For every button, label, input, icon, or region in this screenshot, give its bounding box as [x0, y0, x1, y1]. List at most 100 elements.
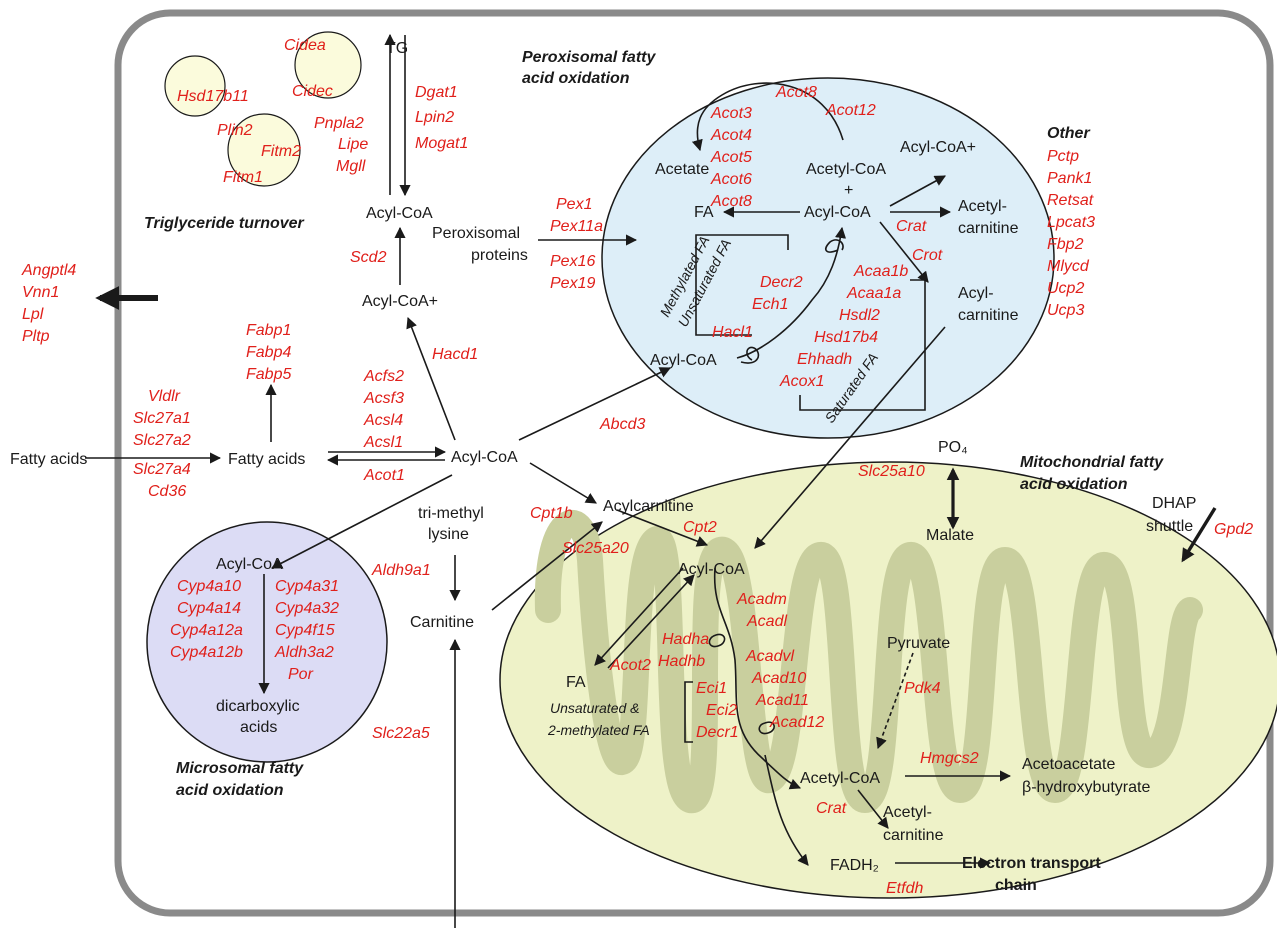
gene-acsl4: Acsl4 [363, 412, 403, 429]
mitochondrial-cristae [534, 510, 1203, 813]
gene-hmgcs2: Hmgcs2 [920, 750, 979, 767]
title-microsomal-2: acid oxidation [176, 782, 284, 799]
gene-crat-per: Crat [896, 218, 927, 235]
label-fa-per: FA [694, 204, 714, 221]
label-peroxisomal-proteins-1: Peroxisomal [432, 225, 520, 242]
title-mitochondrial-2: acid oxidation [1020, 476, 1128, 493]
label-pyruvate: Pyruvate [887, 635, 950, 652]
gene-acot3: Acot3 [710, 105, 752, 122]
label-peroxisomal-proteins-2: proteins [471, 247, 528, 264]
label-electron-transport-2: chain [995, 877, 1037, 894]
gene-slc27a1: Slc27a1 [133, 410, 191, 427]
gene-slc25a20: Slc25a20 [562, 540, 629, 557]
label-fatty-acids-inside: Fatty acids [228, 451, 305, 468]
gene-eci1: Eci1 [696, 680, 727, 697]
gene-fitm2: Fitm2 [261, 143, 301, 160]
gene-slc27a2: Slc27a2 [133, 432, 191, 449]
gene-mgll: Mgll [336, 158, 366, 175]
gene-abcd3: Abcd3 [599, 416, 645, 433]
gene-slc25a10: Slc25a10 [858, 463, 925, 480]
label-dicarboxylic-2: acids [240, 719, 277, 736]
gene-etfdh: Etfdh [886, 880, 923, 897]
lipid-droplet [164, 55, 226, 117]
gene-cpt1b: Cpt1b [530, 505, 573, 522]
gene-aldh9a1: Aldh9a1 [371, 562, 431, 579]
gene-mogat1: Mogat1 [415, 135, 468, 152]
gene-acaa1a: Acaa1a [846, 285, 901, 302]
gene-cyp4a12b: Cyp4a12b [170, 644, 243, 661]
gene-aldh3a2: Aldh3a2 [274, 644, 334, 661]
gene-slc27a4: Slc27a4 [133, 461, 191, 478]
gene-acot5: Acot5 [710, 149, 752, 166]
gene-cidec: Cidec [292, 83, 333, 100]
gene-por: Por [288, 666, 314, 683]
gene-fbp2: Fbp2 [1047, 236, 1084, 253]
gene-plin2: Plin2 [217, 122, 253, 139]
gene-acsf3: Acsf3 [363, 390, 404, 407]
gene-cyp4f15: Cyp4f15 [275, 622, 335, 639]
gene-acad11: Acad11 [755, 692, 809, 709]
label-hydroxybutyrate: β-hydroxybutyrate [1022, 779, 1150, 796]
gene-fabp1: Fabp1 [246, 322, 291, 339]
gene-hsd17b11: Hsd17b11 [177, 88, 249, 105]
title-triglyceride-turnover: Triglyceride turnover [144, 215, 305, 232]
label-acetyl-coa-plus-2: + [844, 182, 853, 199]
gene-fitm1: Fitm1 [223, 169, 263, 186]
gene-acot1: Acot1 [363, 467, 405, 484]
microsome [146, 521, 388, 763]
lipid-droplet [294, 31, 362, 99]
gene-slc22a5: Slc22a5 [372, 725, 430, 742]
label-acetyl-coa-plus-1: Acetyl-CoA [806, 161, 886, 178]
gene-cyp4a31: Cyp4a31 [275, 578, 339, 595]
label-po4: PO₄ [938, 439, 968, 456]
label-acetylcarnitine-mito-2: carnitine [883, 827, 944, 844]
title-mitochondrial-1: Mitochondrial fatty [1020, 454, 1164, 471]
gene-acadvl: Acadvl [745, 648, 794, 665]
gene-lpcat3: Lpcat3 [1047, 214, 1095, 231]
gene-cd36: Cd36 [148, 483, 186, 500]
gene-ech1: Ech1 [752, 296, 788, 313]
gene-pex11a: Pex11a [550, 218, 603, 235]
gene-fabp5: Fabp5 [246, 366, 291, 383]
gene-acot4: Acot4 [710, 127, 752, 144]
gene-hsdl2: Hsdl2 [839, 307, 880, 324]
gene-acot2: Acot2 [609, 657, 651, 674]
label-acetylcarnitine-per-1: Acetyl- [958, 198, 1007, 215]
lipid-droplet [227, 113, 301, 187]
gene-cyp4a32: Cyp4a32 [275, 600, 339, 617]
label-fadh2: FADH₂ [830, 857, 879, 874]
label-fatty-acids-outside: Fatty acids [10, 451, 87, 468]
title-peroxisomal-2: acid oxidation [522, 70, 630, 87]
gene-lpin2: Lpin2 [415, 109, 454, 126]
gene-cyp4a10: Cyp4a10 [177, 578, 241, 595]
gene-hadhb: Hadhb [658, 653, 705, 670]
label-acylcarnitine-per-1: Acyl- [958, 285, 994, 302]
label-trimethyl-lysine-2: lysine [428, 526, 469, 543]
title-peroxisomal-1: Peroxisomal fatty [522, 49, 656, 66]
gene-gpd2: Gpd2 [1214, 521, 1253, 538]
label-acetylcarnitine-mito-1: Acetyl- [883, 804, 932, 821]
gene-pdk4: Pdk4 [904, 680, 941, 697]
label-acetyl-coa-mito: Acetyl-CoA [800, 770, 880, 787]
label-acyl-coa-tg: Acyl-CoA [366, 205, 433, 222]
gene-hacl1: Hacl1 [712, 324, 753, 341]
label-trimethyl-lysine-1: tri-methyl [418, 505, 484, 522]
gene-acox1: Acox1 [779, 373, 824, 390]
gene-fabp4: Fabp4 [246, 344, 291, 361]
gene-acfs2: Acfs2 [363, 368, 404, 385]
gene-acsl1: Acsl1 [363, 434, 403, 451]
label-acyl-coa-microsome: Acyl-CoA [216, 556, 283, 573]
label-acetylcarnitine-per-2: carnitine [958, 220, 1019, 237]
gene-hsd17b4: Hsd17b4 [814, 329, 878, 346]
label-dhap-2: shuttle [1146, 518, 1193, 535]
gene-acad12: Acad12 [769, 714, 824, 731]
gene-ucp2: Ucp2 [1047, 280, 1084, 297]
title-other: Other [1047, 125, 1090, 142]
gene-lipe: Lipe [338, 136, 368, 153]
gene-ucp3: Ucp3 [1047, 302, 1084, 319]
label-acylcarnitine-per-2: carnitine [958, 307, 1019, 324]
gene-vldlr: Vldlr [148, 388, 181, 405]
gene-hadha: Hadha [662, 631, 709, 648]
label-acyl-coa-per-top: Acyl-CoA [804, 204, 871, 221]
